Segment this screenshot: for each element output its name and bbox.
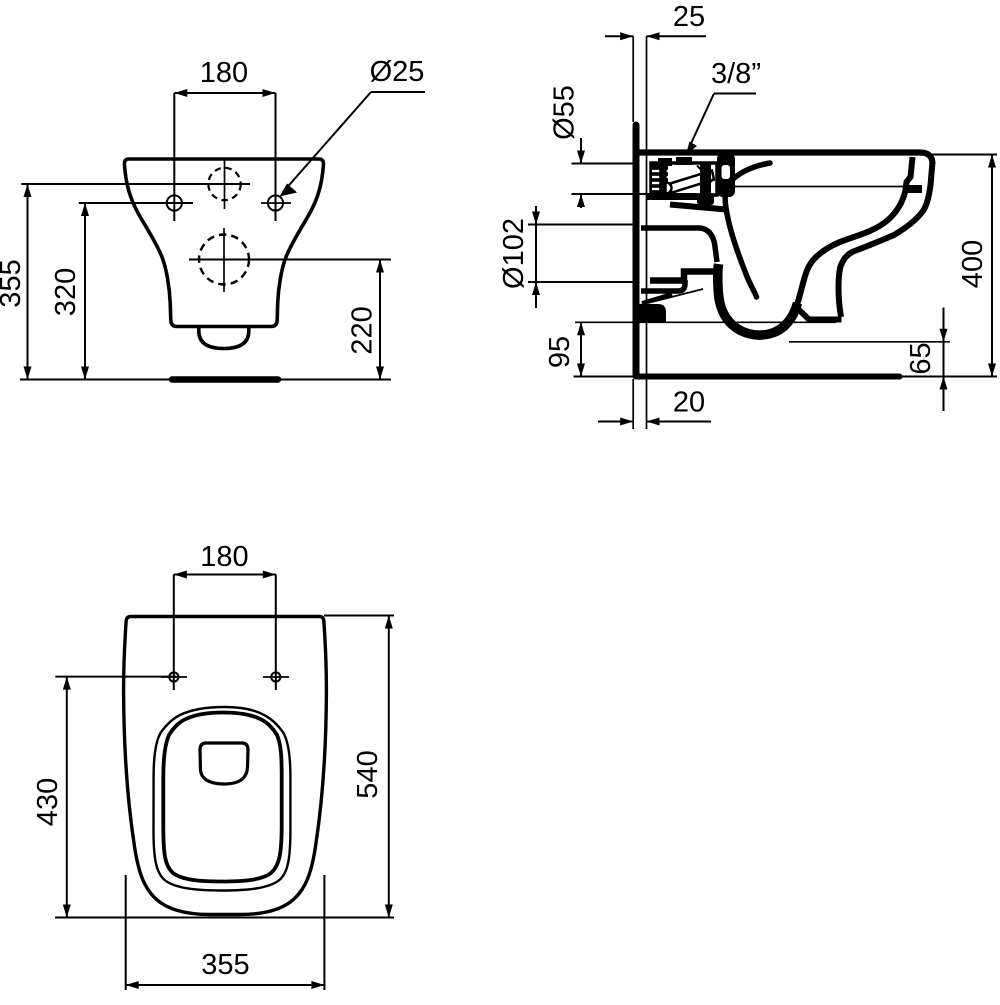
svg-text:20: 20 xyxy=(673,387,705,419)
svg-text:65: 65 xyxy=(905,342,937,374)
svg-text:430: 430 xyxy=(32,778,64,826)
svg-text:180: 180 xyxy=(200,541,248,573)
svg-text:220: 220 xyxy=(347,306,379,354)
svg-text:25: 25 xyxy=(673,1,705,33)
svg-text:355: 355 xyxy=(201,949,249,981)
svg-text:3/8”: 3/8” xyxy=(711,58,761,90)
svg-text:180: 180 xyxy=(200,57,248,89)
svg-text:Ø25: Ø25 xyxy=(370,56,425,88)
svg-text:320: 320 xyxy=(50,268,82,316)
svg-text:540: 540 xyxy=(352,750,384,798)
svg-text:95: 95 xyxy=(544,336,576,368)
svg-text:Ø55: Ø55 xyxy=(549,85,581,140)
svg-text:Ø102: Ø102 xyxy=(498,218,530,289)
svg-text:400: 400 xyxy=(957,240,989,288)
svg-text:355: 355 xyxy=(0,259,27,307)
